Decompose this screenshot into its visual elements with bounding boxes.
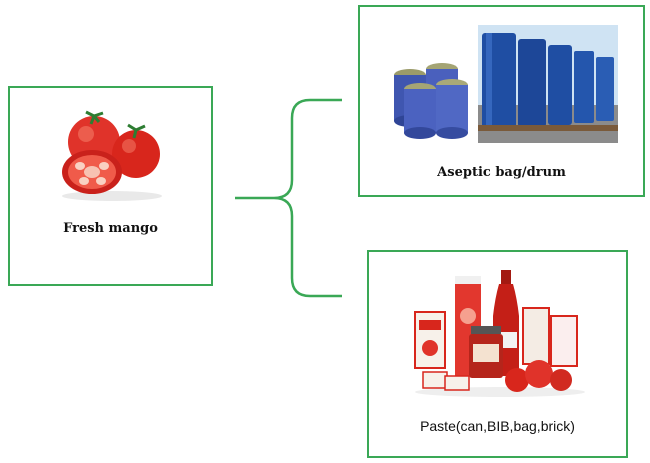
- drums-image: [374, 25, 624, 153]
- output-node-aseptic: Aseptic bag/drum: [358, 5, 645, 197]
- output-aseptic-label: Aseptic bag/drum: [437, 165, 566, 180]
- source-label: Fresh mango: [63, 221, 158, 236]
- connector-bracket: [235, 98, 342, 298]
- output-paste-label: Paste(can,BIB,bag,brick): [420, 418, 575, 434]
- output-node-paste: Paste(can,BIB,bag,brick): [367, 250, 628, 458]
- tomatoes-image: [54, 104, 169, 204]
- source-node: Fresh mango: [8, 86, 213, 286]
- tomato-paste-products-image: [405, 268, 585, 398]
